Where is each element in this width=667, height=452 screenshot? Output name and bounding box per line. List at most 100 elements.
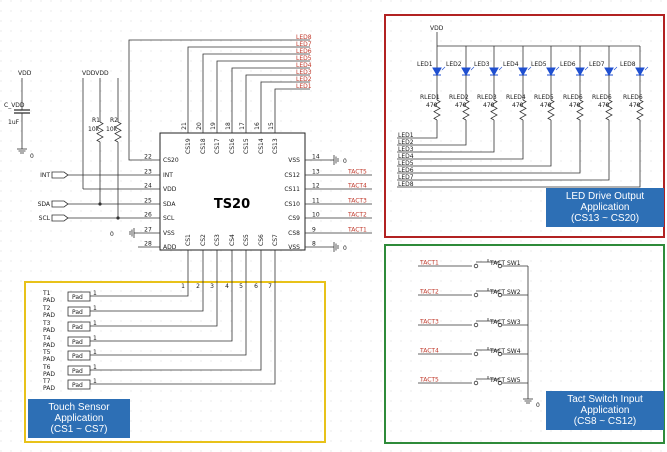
led-section-box [384, 14, 665, 238]
touch-pad-pin: 1 [93, 364, 97, 371]
chip-top-pin-name: CS18 [200, 138, 207, 154]
led-label: LED8 [620, 61, 636, 68]
tact-switch-label: TACT SW2 [489, 289, 521, 296]
led-return-wire [397, 120, 524, 160]
tact-switch-contact [473, 292, 479, 298]
touch-pad-pin: 1 [93, 349, 97, 356]
chip-left-pin-number: 26 [144, 212, 152, 219]
led-return-wire [397, 120, 581, 174]
led-diode [635, 67, 645, 77]
led-resistor-body [433, 99, 441, 121]
r1-body [96, 121, 104, 143]
gnd-label-right-bottom: 0 [343, 245, 347, 252]
led-label: LED4 [503, 61, 519, 68]
led-return-wire [397, 120, 467, 146]
touch-pad-label: Pad [72, 339, 83, 346]
led-diode [546, 67, 556, 77]
int-signal-label: INT [40, 172, 50, 179]
led-resistor-value: 470 [455, 102, 467, 109]
led-caption-line2: Application [580, 202, 630, 213]
led-net-label: LED4 [296, 62, 312, 69]
touch-pad-box [67, 365, 91, 376]
chip-top-pin-name: CS19 [185, 138, 192, 154]
led-return-wire [397, 120, 610, 181]
touch-pad-box [67, 291, 91, 302]
led-diode [575, 67, 585, 77]
chip-left-pin-name: VSS [163, 230, 175, 237]
chip-left-pin-number: 24 [144, 183, 152, 190]
tact-net-label-chip: TACT5 [347, 169, 367, 176]
chip-bottom-pin-name: CS3 [214, 234, 221, 246]
chip-left-pin-name: SDA [163, 201, 176, 208]
touch-pad-name: T2 [42, 305, 51, 312]
sda-signal-label: SDA [38, 201, 51, 208]
touch-pad-label: Pad [72, 353, 83, 360]
touch-pad-type: PAD [43, 356, 55, 363]
chip-top-pin-number: 15 [268, 122, 275, 130]
tact-switch-contact [497, 322, 503, 328]
int-signal-port [51, 171, 69, 179]
touch-pad-label: Pad [72, 382, 83, 389]
led-net-wire [274, 88, 310, 110]
chip-right-pin-number: 8 [312, 241, 316, 248]
chip-top-pin-name: CS13 [272, 138, 279, 154]
touch-pad-wire [90, 283, 262, 371]
touch-section-box [24, 281, 326, 443]
tact-switch-contact [473, 322, 479, 328]
led-net-wire [245, 74, 310, 110]
tact-switch-contact [473, 351, 479, 357]
chip-right-pin-name: CS10 [284, 201, 300, 208]
led-return-net-label: LED5 [398, 160, 414, 167]
chip-top-pin-number: 18 [225, 122, 232, 130]
vdd-pullup-label: VDDVDD [82, 70, 109, 77]
led-net-wire [202, 53, 310, 110]
touch-pad-wire [90, 283, 189, 297]
chip-bottom-pin-name: CS5 [243, 234, 250, 246]
tact-switch-contact [497, 263, 503, 269]
chip-right-pin-name: CS9 [288, 215, 300, 222]
led-net-label: LED6 [296, 48, 312, 55]
led-resistor-body [490, 99, 498, 121]
touch-pad-wire [90, 283, 218, 327]
led-resistor-value: 470 [483, 102, 495, 109]
led-label: LED6 [560, 61, 576, 68]
gnd-label-tact: 0 [536, 402, 540, 409]
led-resistor-label: RLED3 [477, 94, 497, 101]
sda-junction [98, 202, 102, 206]
chip-left-pin-name: SCL [163, 215, 175, 222]
led-diode [461, 67, 471, 77]
touch-pad-wire [90, 283, 233, 342]
touch-pad-box [67, 336, 91, 347]
chip-bottom-pin-name: CS6 [258, 234, 265, 246]
vdd-label-left: VDD [18, 70, 32, 77]
tact-switch-contact [473, 380, 479, 386]
tact-net-label-chip: TACT2 [347, 212, 367, 219]
led-return-wire [397, 120, 641, 188]
led-resistor-body [547, 99, 555, 121]
led-caption-line3: (CS13 ~ CS20) [570, 213, 640, 224]
tact-caption-line2: Application [580, 405, 630, 416]
led-caption: LED Drive Output Application (CS13 ~ CS2… [546, 188, 664, 227]
led-return-wire [397, 120, 495, 153]
touch-pad-box [67, 379, 91, 390]
chip-right-pin-number: 9 [312, 227, 316, 234]
touch-pad-wire [90, 283, 204, 312]
tact-switch-contact [473, 263, 479, 269]
tact-caption-line1: Tact Switch Input [567, 394, 643, 405]
touch-pad-pin: 1 [93, 320, 97, 327]
touch-caption-line3: (CS1 ~ CS7) [50, 424, 108, 435]
led-label: LED5 [531, 61, 547, 68]
touch-pad-pin: 1 [93, 290, 97, 297]
touch-pad-name: T4 [42, 335, 51, 342]
led-emit-arrow [441, 66, 446, 71]
chip-top-pin-name: CS16 [229, 138, 236, 154]
led-resistor-body [636, 99, 644, 121]
led-resistor-value: 470 [512, 102, 524, 109]
chip-left-pin-name: ADD [163, 244, 177, 251]
led-net-label: LED1 [296, 83, 312, 90]
chip-right-pin-name: CS11 [284, 186, 300, 193]
led-resistor-value: 470 [540, 102, 552, 109]
touch-pad-type: PAD [43, 385, 55, 392]
led-net-label: LED2 [296, 76, 312, 83]
chip-right-pin-number: 12 [312, 183, 320, 190]
